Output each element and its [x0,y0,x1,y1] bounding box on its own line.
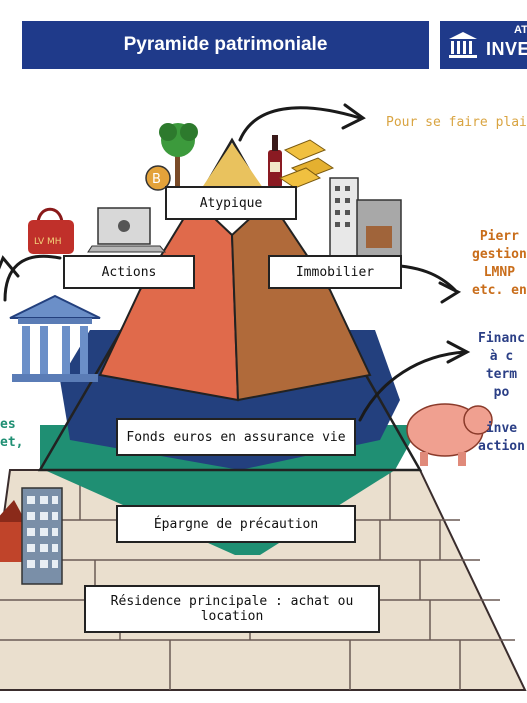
label-epargne-text: Épargne de précaution [153,516,319,532]
bank-icon [9,294,101,382]
handbag-icon: LV MH [28,207,74,254]
label-fonds-euros-text: Fonds euros en assurance vie [126,429,346,445]
svg-text:B: B [152,172,161,187]
laptop-icon [87,207,167,253]
columns-icon [449,32,477,58]
buildings-icon [329,177,402,257]
annotation-finance: Financ à c term po inve action [478,331,525,454]
annotation-pierre: Pierr gestion LMNP etc. en [472,229,527,298]
label-epargne: Épargne de précaution [116,505,356,543]
logo-text-top: AT [514,24,527,36]
arrow-actions [3,254,62,302]
gold-bars-icon [278,139,335,189]
arrows [0,103,471,422]
page-title-banner: Pyramide patrimoniale [22,21,429,69]
label-residence: Résidence principale : achat ou location [84,585,380,633]
tier-atypique-triangle [195,143,270,198]
page-title: Pyramide patrimoniale [123,34,328,55]
wine-bottle-icon [268,135,282,188]
label-residence-text: Résidence principale : achat ou location [110,594,354,624]
tier-epargne-band [40,425,420,555]
palm-tree-icon [159,123,198,188]
label-actions-text: Actions [101,264,157,280]
label-fonds-euros: Fonds euros en assurance vie [116,418,356,456]
label-atypique-text: Atypique [199,195,263,211]
arrow-plaisir [238,106,362,142]
annotation-plaisir: Pour se faire plaisir [386,115,527,130]
label-actions: Actions [63,255,195,289]
house-icon [0,500,26,562]
label-immobilier: Immobilier [268,255,402,289]
piggy-bank-icon [406,403,493,466]
annotation-left: es et, [0,417,24,450]
arrow-finance [358,350,467,422]
logo-text-main: INVE [486,39,527,59]
label-atypique: Atypique [165,186,297,220]
bitcoin-icon: B [145,165,171,191]
brand-logo: AT INVE [440,21,527,69]
tower-building-icon [21,487,63,585]
svg-text:LV MH: LV MH [34,237,62,247]
label-immobilier-text: Immobilier [295,264,375,280]
